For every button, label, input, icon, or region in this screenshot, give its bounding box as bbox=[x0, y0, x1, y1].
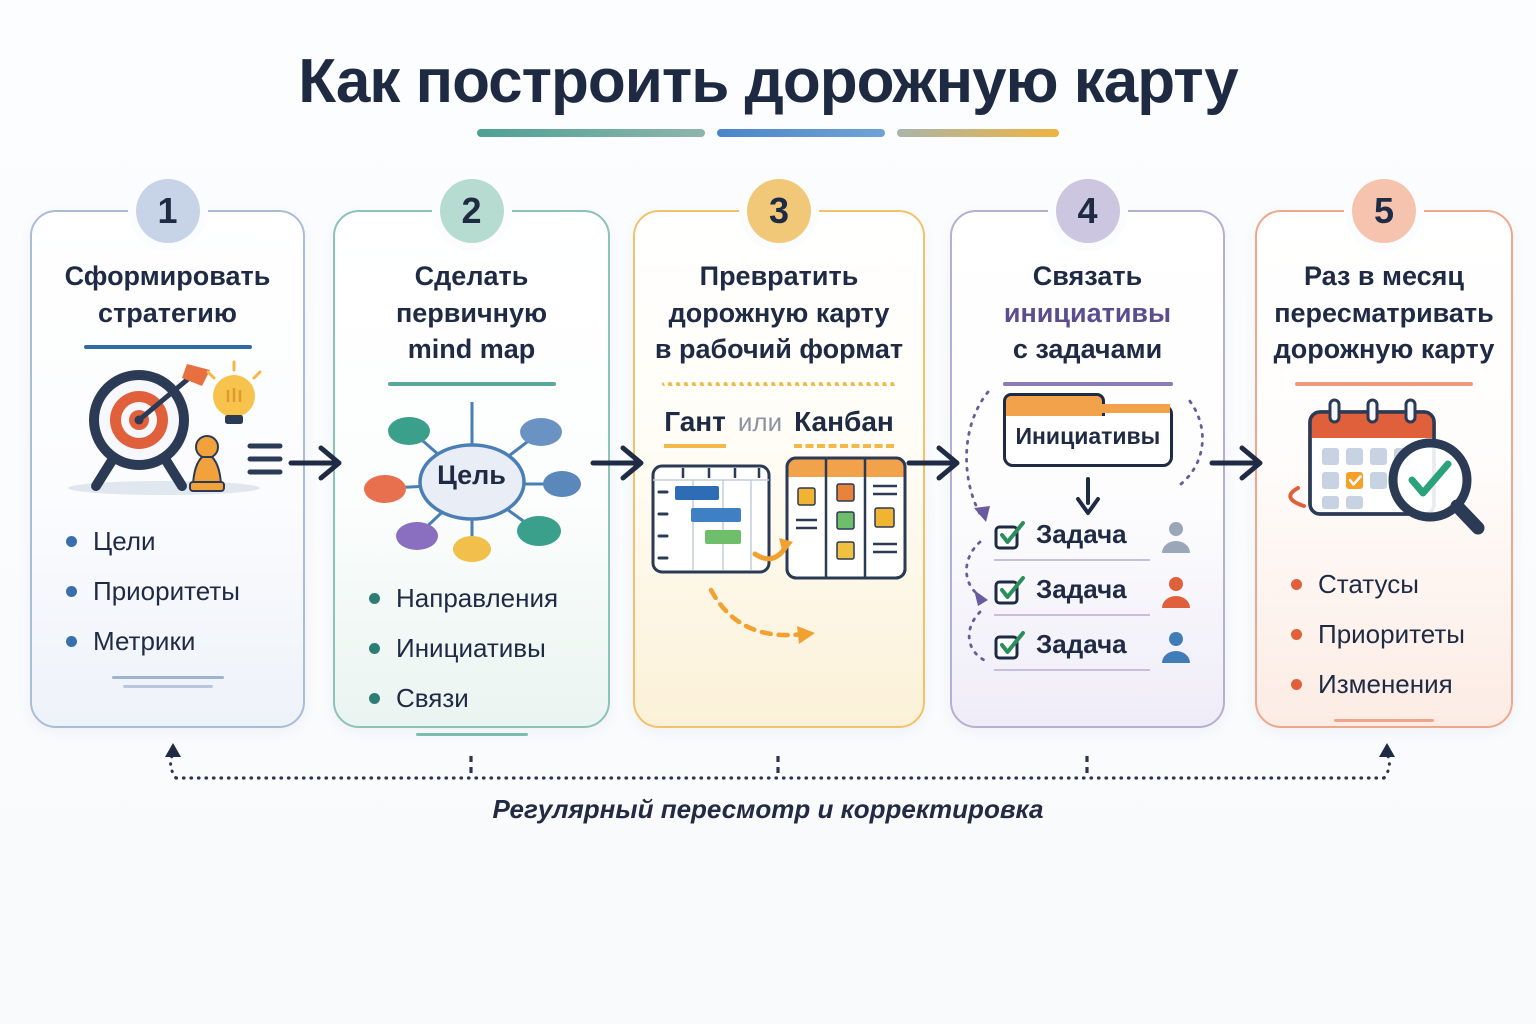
down-arrow-icon bbox=[1075, 477, 1100, 516]
dashed-link-arrows-icon bbox=[965, 390, 990, 662]
bullet-dot bbox=[369, 693, 380, 705]
folder-label: Инициативы bbox=[1015, 423, 1161, 450]
step1-bullet-list: Цели Приоритеты Метрики bbox=[32, 526, 303, 657]
card-footer-line bbox=[111, 676, 224, 680]
step-title: Связать инициативы с задачами bbox=[1003, 261, 1172, 365]
task-row: Задача bbox=[994, 629, 1223, 672]
step5-bullet-list: Статусы Приоритеты Изменения bbox=[1257, 569, 1511, 700]
initiatives-folder-icon: Инициативы bbox=[1002, 393, 1173, 468]
list-item: Цели bbox=[66, 526, 303, 557]
flow-arrow-icon bbox=[906, 445, 960, 481]
title-accent-line bbox=[83, 345, 252, 350]
step-title: Раз в месяц пересматривать дорожную карт… bbox=[1273, 261, 1495, 365]
card-footer-line bbox=[1334, 719, 1434, 723]
dashed-link-arc-icon bbox=[1179, 398, 1204, 486]
step-number-badge: 2 bbox=[439, 179, 504, 243]
list-item: Инициативы bbox=[369, 633, 608, 664]
title-underline-decoration bbox=[0, 129, 1536, 137]
step-number-badge: 5 bbox=[1352, 179, 1416, 243]
task-row: Задача bbox=[994, 574, 1223, 617]
step-card-3: 3 Превратить дорожную карту в рабочий фо… bbox=[633, 179, 925, 728]
list-item: Изменения bbox=[1291, 669, 1511, 700]
step-title: Сделать первичную mind map bbox=[395, 261, 548, 365]
step-card-4: 4 Связать инициативы с задачами Инициати… bbox=[950, 179, 1225, 728]
list-item: Приоритеты bbox=[66, 576, 303, 607]
feedback-loop-timeline-icon bbox=[165, 743, 1395, 780]
gantt-kanban-icon bbox=[635, 448, 923, 663]
card-footer-line bbox=[415, 733, 528, 737]
list-item: Связи bbox=[369, 683, 608, 714]
card-footer-line bbox=[122, 685, 213, 689]
checkbox-icon bbox=[994, 630, 1025, 660]
step-title: Превратить дорожную карту в рабочий форм… bbox=[654, 261, 904, 365]
list-item: Направления bbox=[369, 583, 608, 614]
format-kanban-label: Канбан bbox=[794, 406, 894, 449]
list-item: Метрики bbox=[66, 626, 303, 657]
checkbox-icon bbox=[994, 575, 1025, 605]
step-number-badge: 1 bbox=[135, 179, 200, 243]
bullet-dot bbox=[369, 643, 380, 655]
person-icon bbox=[1162, 632, 1190, 664]
bullet-dot bbox=[66, 636, 77, 648]
flow-arrow-icon bbox=[1209, 445, 1263, 481]
step-title: Сформировать стратегию bbox=[64, 261, 271, 328]
title-accent-line bbox=[1002, 382, 1173, 387]
bullet-dot bbox=[369, 593, 380, 605]
flow-arrow-icon bbox=[590, 445, 644, 481]
list-item: Приоритеты bbox=[1291, 619, 1511, 650]
step-card-2: 2 Сделать первичную mind map Цель Направ bbox=[333, 179, 610, 737]
format-conjunction: или bbox=[737, 407, 783, 438]
mind-map-icon: Цель bbox=[357, 396, 587, 564]
calendar-review-icon bbox=[1257, 386, 1511, 550]
flow-arrow-icon bbox=[288, 445, 342, 481]
task-row: Задача bbox=[994, 519, 1223, 562]
step-card-1: 1 Сформировать стратегию bbox=[30, 179, 305, 728]
checkbox-icon bbox=[994, 520, 1025, 550]
step2-bullet-list: Направления Инициативы Связи bbox=[335, 583, 608, 714]
title-accent-line bbox=[1295, 382, 1473, 387]
step-number-badge: 4 bbox=[1055, 179, 1120, 243]
title-accent-line bbox=[387, 382, 556, 387]
step-card-5: 5 Раз в месяц пересматривать дорожную ка… bbox=[1255, 179, 1513, 728]
format-options: Гант или Канбан bbox=[635, 406, 923, 449]
person-icon bbox=[1162, 577, 1190, 609]
bullet-dot bbox=[1291, 679, 1302, 691]
feedback-loop-label: Регулярный пересмотр и корректировка bbox=[492, 794, 1044, 824]
bullet-dot bbox=[1291, 629, 1302, 641]
step-number-badge: 3 bbox=[747, 179, 811, 243]
page-title: Как построить дорожную карту bbox=[298, 47, 1238, 116]
bullet-dot bbox=[1291, 579, 1302, 591]
bullet-dot bbox=[66, 536, 77, 548]
format-gantt-label: Гант bbox=[664, 406, 726, 449]
task-list: Задача Задача bbox=[952, 519, 1223, 672]
mind-map-center-node: Цель bbox=[437, 460, 506, 491]
title-accent-line bbox=[662, 382, 896, 387]
target-lightbulb-icon bbox=[32, 349, 303, 507]
bullet-dot bbox=[66, 586, 77, 598]
person-icon bbox=[1162, 522, 1190, 554]
list-item: Статусы bbox=[1291, 569, 1511, 600]
